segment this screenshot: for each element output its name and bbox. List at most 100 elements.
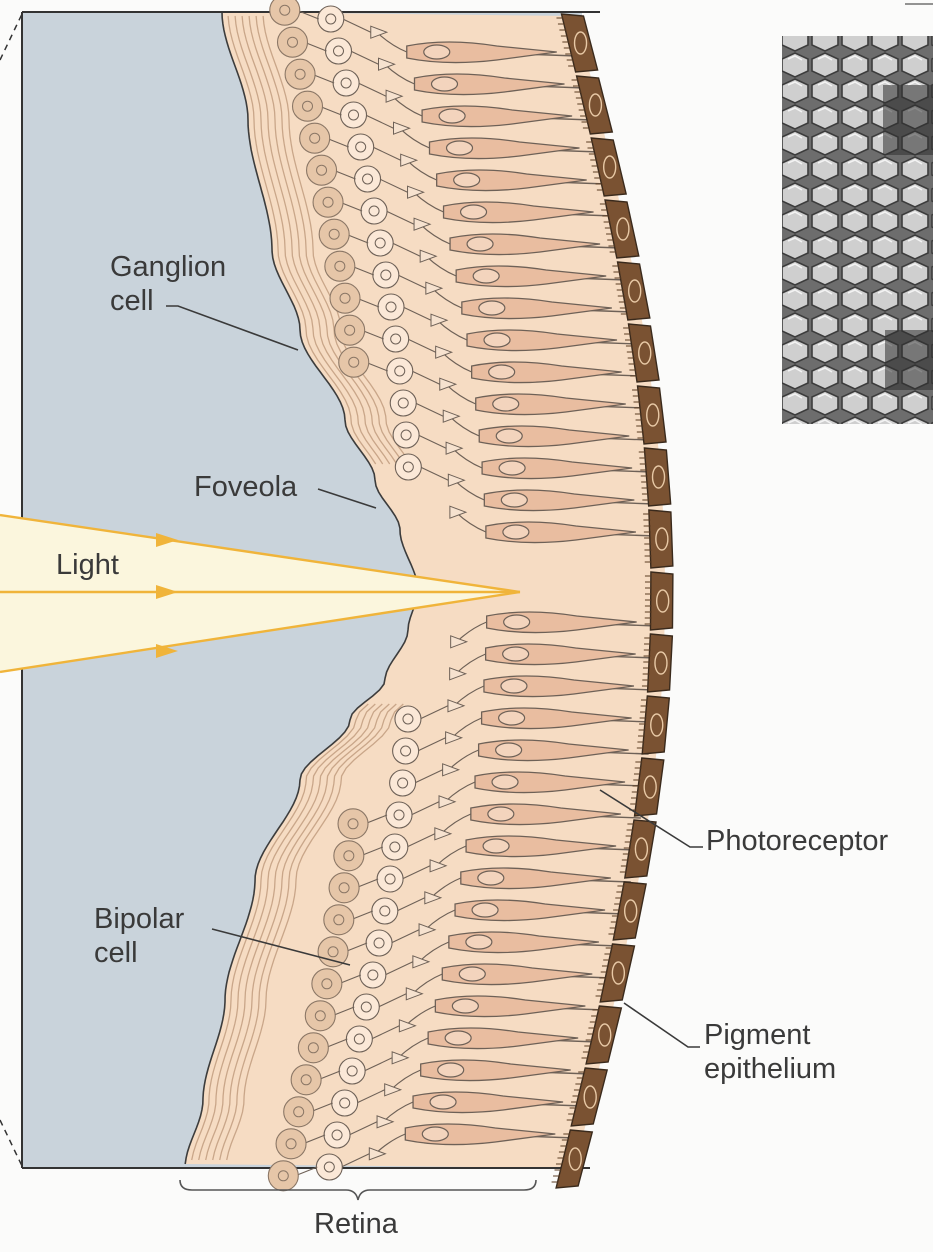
ganglion-cell-body [284,1097,314,1127]
zoom-line-bottom [0,1120,22,1166]
ganglion-cell-body [338,809,368,839]
ganglion-cell-body [277,27,307,57]
ganglion-cell-body [335,315,365,345]
bipolar-cell-body [390,390,416,416]
bipolar-cell-body [383,326,409,352]
bipolar-cell-body [390,770,416,796]
photoreceptor-nucleus [499,711,525,725]
ganglion-cell-body [313,187,343,217]
ganglion-cell-body [300,123,330,153]
photoreceptor-nucleus [447,141,473,155]
ganglion-cell-body [305,1001,335,1031]
bipolar-cell-body [333,70,359,96]
photoreceptor-nucleus [493,397,519,411]
bipolar-cell-body [325,38,351,64]
ganglion-cell-body [329,873,359,903]
bipolar-cell-body [366,930,392,956]
bipolar-cell-label: Bipolarcell [94,902,184,970]
ganglion-cell-body [312,969,342,999]
ganglion-cell-body [285,59,315,89]
photoreceptor-nucleus [501,679,527,693]
photoreceptor-nucleus [452,999,478,1013]
photoreceptor-nucleus [424,45,450,59]
photoreceptor-nucleus [479,301,505,315]
ganglion-cell-body [276,1129,306,1159]
ganglion-cell-body [293,91,323,121]
photoreceptor-nucleus [484,333,510,347]
pigment-cell [649,510,673,568]
bipolar-cell-body [339,1058,365,1084]
ganglion-cell-body [291,1065,321,1095]
bipolar-cell-body [332,1090,358,1116]
photoreceptor-nucleus [503,525,529,539]
ganglion-cell-body [324,905,354,935]
bipolar-cell-body [348,134,374,160]
photoreceptor-nucleus [501,493,527,507]
photoreceptor-nucleus [422,1127,448,1141]
photoreceptor-nucleus [496,743,522,757]
pigment-cell [650,572,672,630]
ganglion-cell-body [339,347,369,377]
photoreceptor-nucleus [483,839,509,853]
bipolar-cell-body [341,102,367,128]
bipolar-cell-body [382,834,408,860]
bipolar-cell-body [377,866,403,892]
bipolar-cell-body [355,166,381,192]
photoreceptor-nucleus [454,173,480,187]
photoreceptor-nucleus [472,903,498,917]
bipolar-cell-body [353,994,379,1020]
micrograph-shadow-region [883,85,933,155]
ganglion-cell-body [325,251,355,281]
bipolar-cell-body [372,898,398,924]
photoreceptor-nucleus [478,871,504,885]
retina-brace [180,1180,536,1200]
pigment-cell [648,634,673,692]
photoreceptor-nucleus [431,77,457,91]
foveola-label: Foveola [194,470,297,504]
pigment-epithelium-label: Pigmentepithelium [704,1018,836,1086]
bipolar-cell-body [373,262,399,288]
bipolar-cell-body [346,1026,372,1052]
photoreceptor-nucleus [488,807,514,821]
micrograph-shadow-region [885,330,933,390]
photoreceptor-nucleus [438,1063,464,1077]
photoreceptor-nucleus [503,647,529,661]
light-label: Light [56,548,119,582]
bipolar-cell-body [361,198,387,224]
pigment-cell [642,696,669,754]
bipolar-cell-body [395,454,421,480]
bipolar-cell-body [360,962,386,988]
ganglion-cell-label: Ganglioncell [110,250,226,318]
bipolar-cell-body [367,230,393,256]
photoreceptor-label: Photoreceptor [706,824,888,858]
pigment-leader-line [624,1003,700,1047]
bipolar-cell-body [316,1154,342,1180]
bipolar-cell-body [387,358,413,384]
photoreceptor-nucleus [489,365,515,379]
ganglion-cell-body [298,1033,328,1063]
retina-label: Retina [314,1207,398,1241]
photoreceptor-nucleus [439,109,465,123]
photoreceptor-nucleus [459,967,485,981]
ganglion-cell-body [268,1161,298,1191]
ganglion-cell-body [270,0,300,25]
photoreceptor-nucleus [499,461,525,475]
photoreceptor-nucleus [445,1031,471,1045]
photoreceptor-nucleus [466,935,492,949]
photoreceptor-nucleus [496,429,522,443]
ganglion-cell-body [318,937,348,967]
photoreceptor-nucleus [492,775,518,789]
bipolar-cell-body [393,422,419,448]
photoreceptor-nucleus [473,269,499,283]
zoom-line-top [0,14,22,60]
photoreceptor-nucleus [467,237,493,251]
ganglion-cell-body [334,841,364,871]
bipolar-cell-body [318,6,344,32]
photoreceptor-nucleus [461,205,487,219]
photoreceptor-nucleus [504,615,530,629]
bipolar-cell-body [378,294,404,320]
pigment-cell [644,448,670,506]
photoreceptor-nucleus [430,1095,456,1109]
bipolar-cell-body [395,706,421,732]
